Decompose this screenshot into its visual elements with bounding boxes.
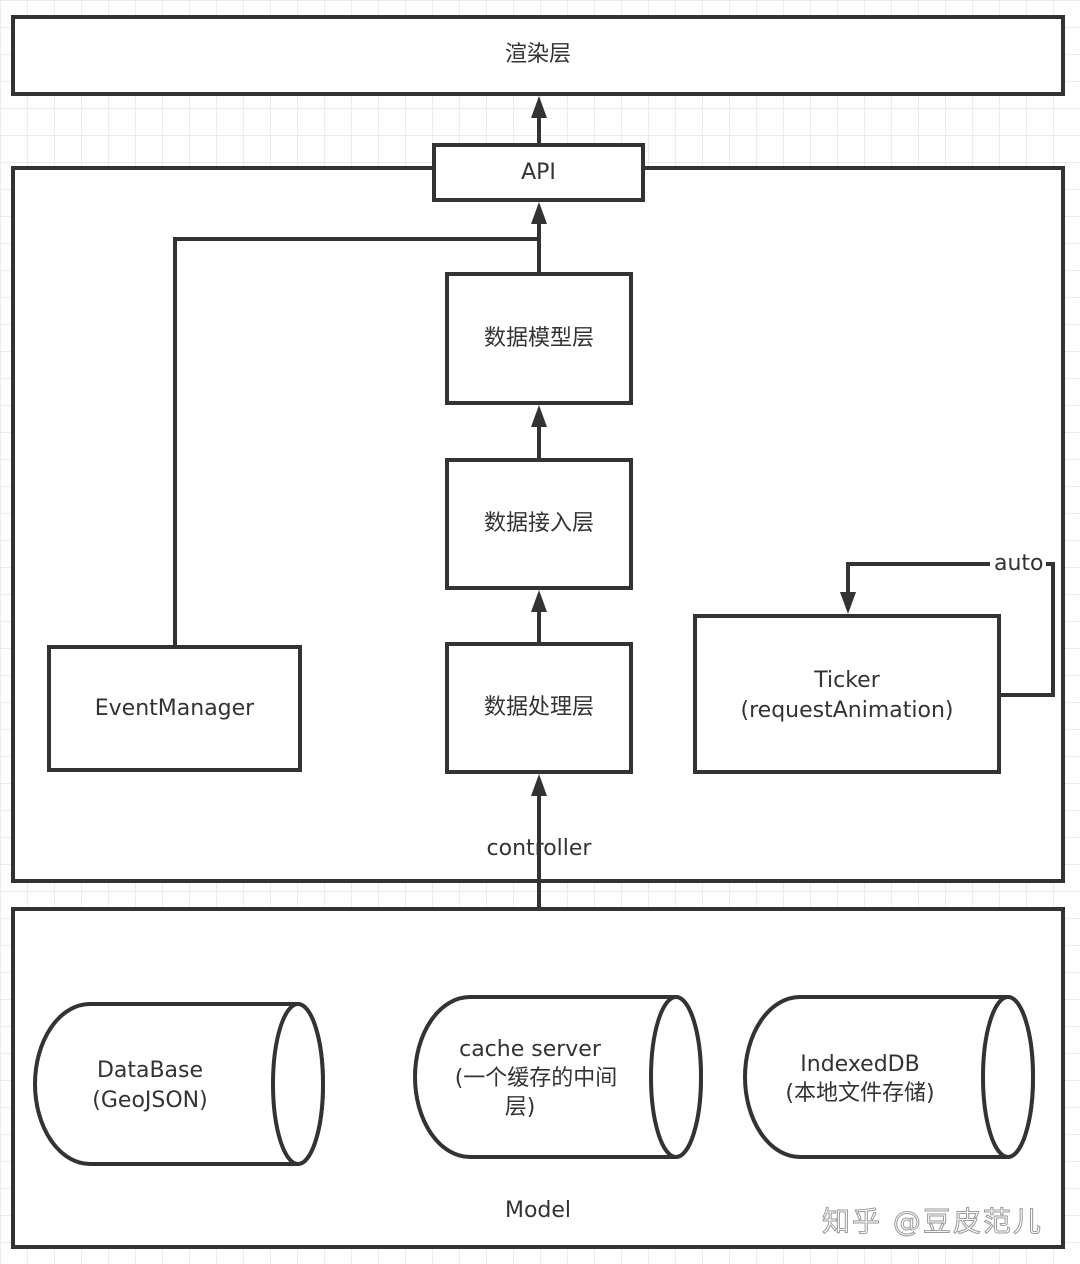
arrowhead-access [531,590,547,612]
connector-ticker-auto-loop-left [846,562,990,598]
cache-server-label-line1: cache server [459,1037,601,1062]
ticker-box[interactable] [693,614,1001,774]
database-label-line2: (GeoJSON) [92,1088,208,1113]
cylinder-cache-server-cap [649,995,703,1159]
data-access-layer-box[interactable] [445,458,633,590]
auto-label: auto [992,549,1046,579]
ticker-label-line1: Ticker [814,668,880,693]
data-model-layer-box[interactable] [445,272,633,405]
model-layer-label: Model [504,1198,572,1223]
arrowhead-api [531,202,547,224]
cache-server-label-line3: 层) [504,1095,536,1120]
cylinder-database-cap [271,1002,325,1166]
connector-eventmanager-to-api [173,237,539,647]
api-label: API [521,160,556,185]
ticker-label-line2: (requestAnimation) [740,698,954,723]
data-access-layer-label: 数据接入层 [483,511,594,536]
event-manager-label: EventManager [94,696,255,721]
data-model-layer-label: 数据模型层 [483,326,594,351]
watermark: 知乎 @豆皮范儿 [822,1205,1043,1239]
database-label-line1: DataBase [96,1058,204,1083]
indexeddb-label-line1: IndexedDB [800,1052,920,1077]
controller-label: controller [486,836,592,861]
arrowhead-processing [531,774,547,796]
render-layer-label: 渲染层 [504,42,571,67]
indexeddb-label-line2: (本地文件存储) [785,1081,935,1106]
arrowhead-model [531,405,547,427]
render-layer-box[interactable] [11,15,1065,96]
arrowhead-render [531,96,547,118]
connector-ticker-auto-loop [999,562,1055,697]
data-processing-layer-box[interactable] [445,642,633,774]
event-manager-box[interactable] [47,645,302,772]
data-processing-layer-label: 数据处理层 [483,695,594,720]
arrowhead-ticker [840,592,856,614]
cache-server-label-line2: (一个缓存的中间 [454,1066,618,1091]
cylinder-indexeddb-cap [981,995,1035,1159]
